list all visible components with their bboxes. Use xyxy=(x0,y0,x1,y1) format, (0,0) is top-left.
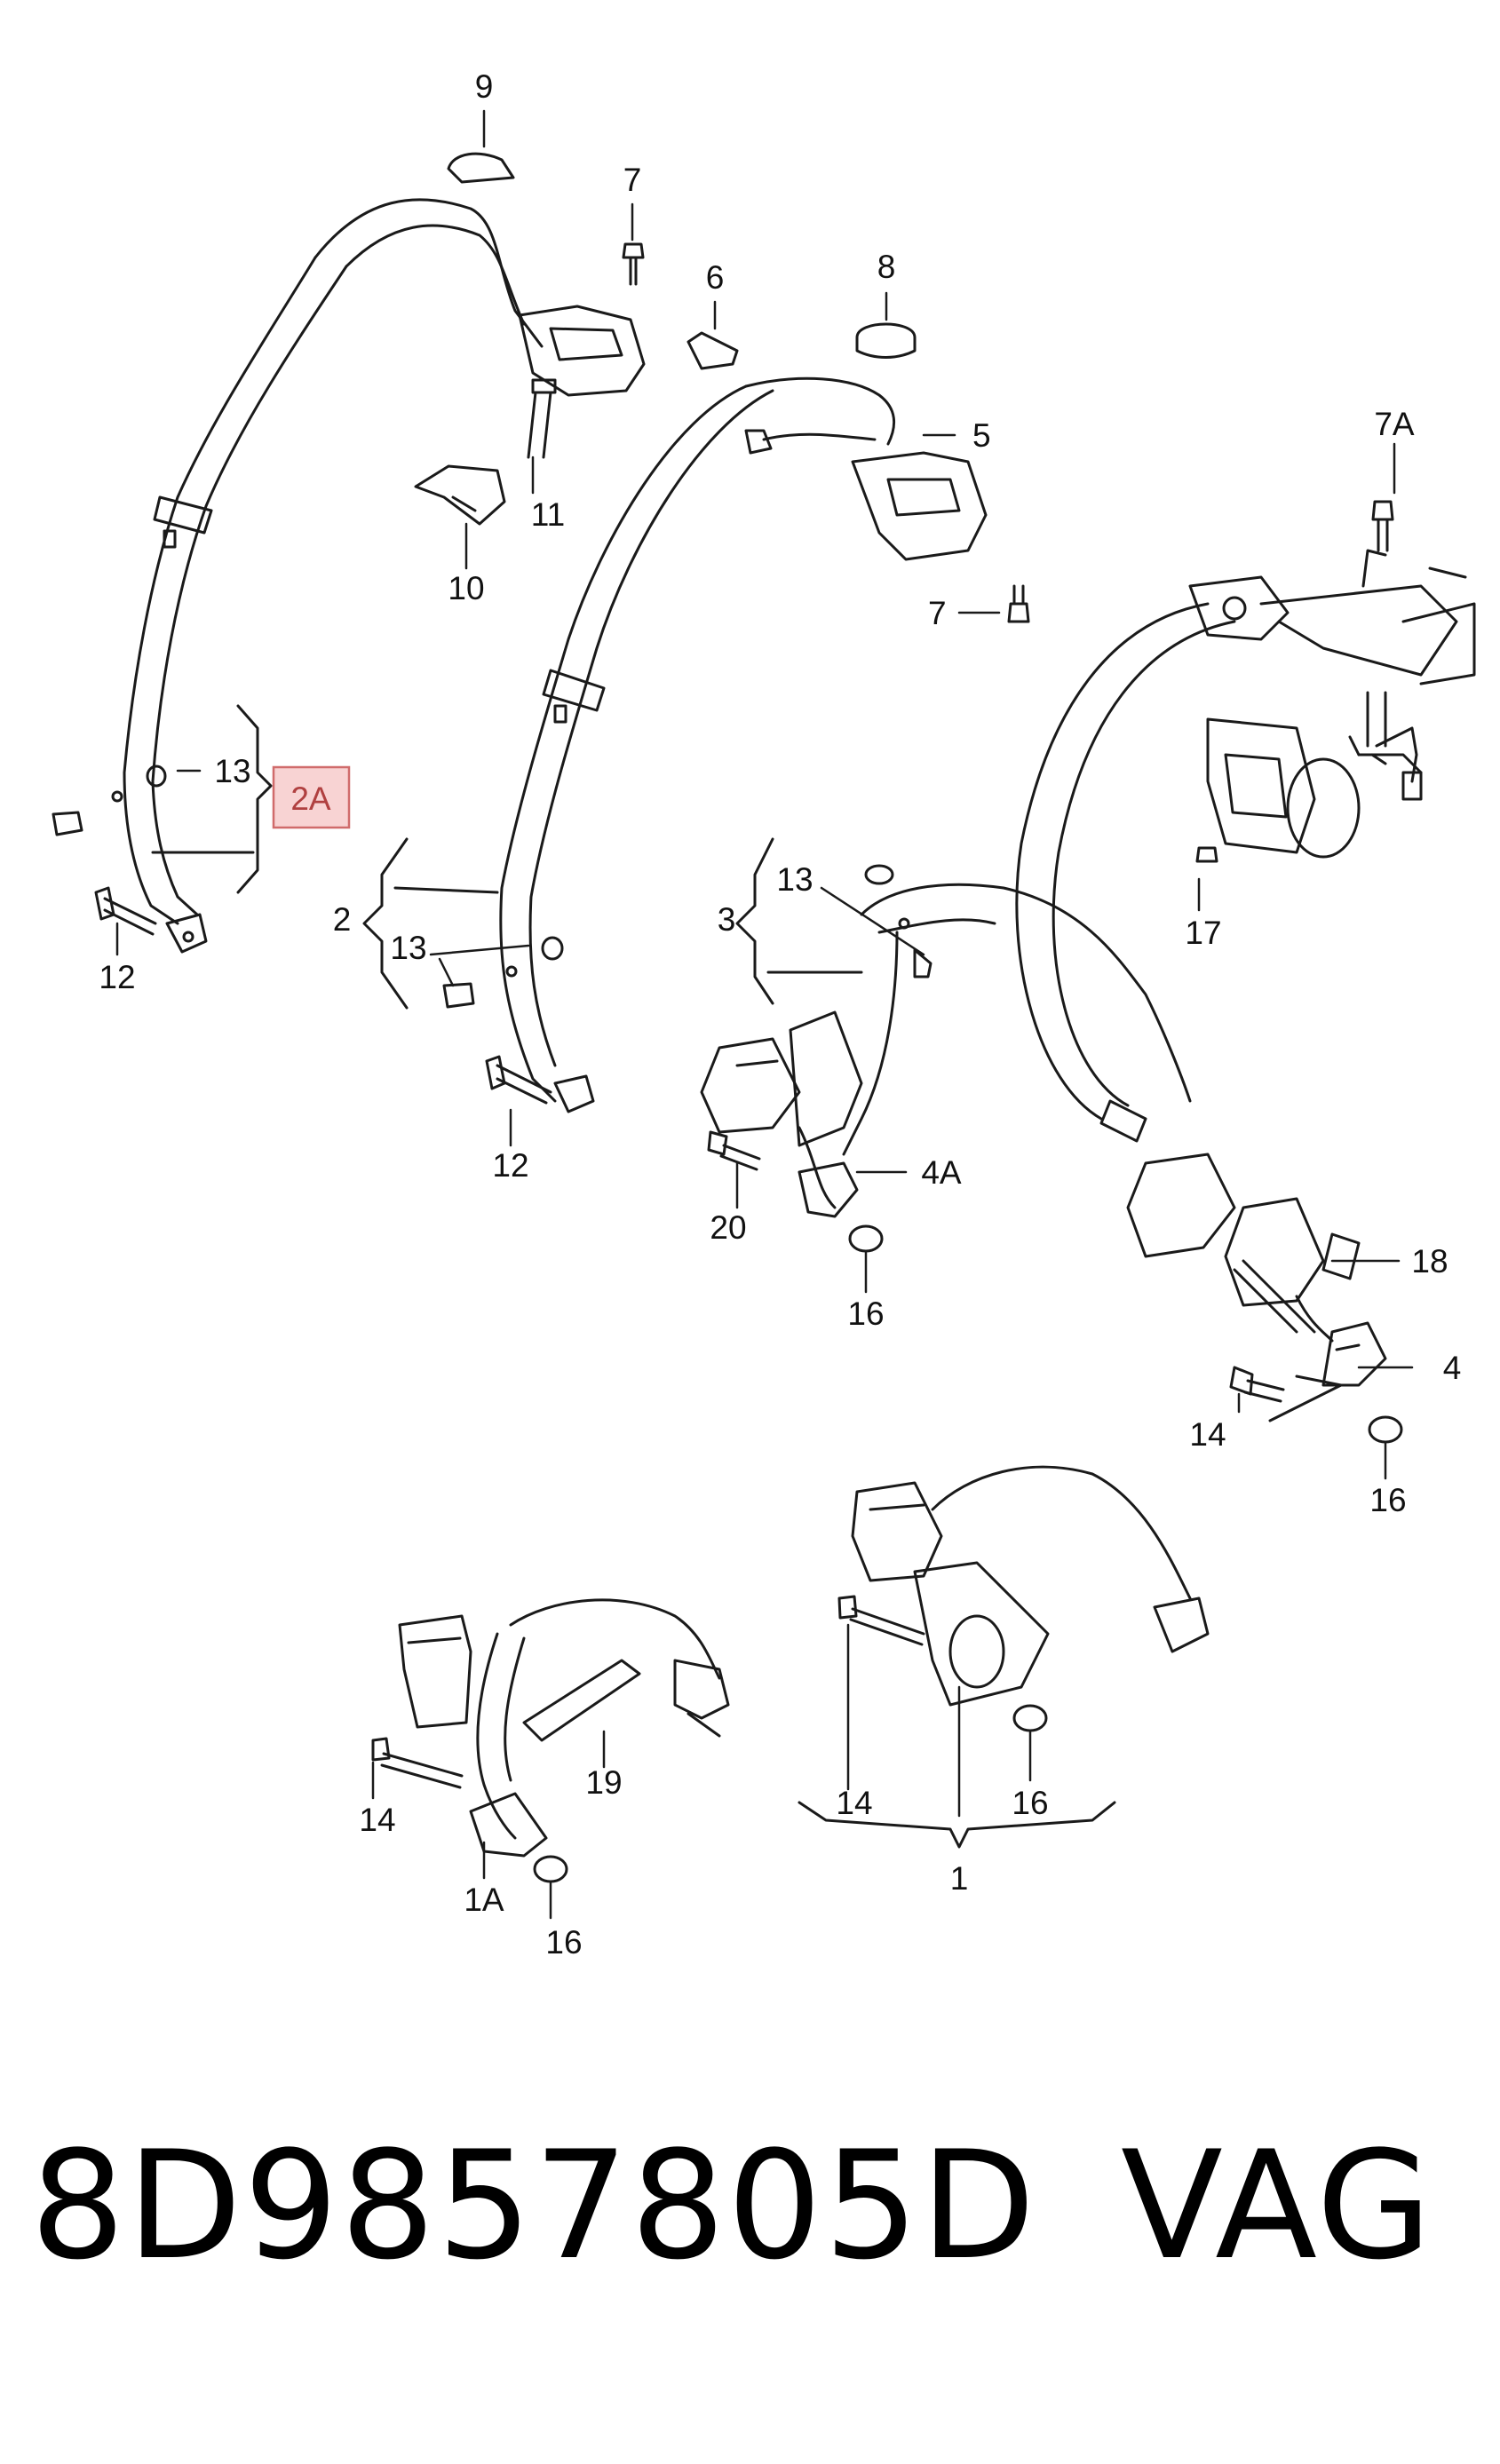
callout-7-mid: 7 xyxy=(928,595,947,631)
cap-part-8 xyxy=(855,322,917,359)
callout-5: 5 xyxy=(972,417,991,454)
callout-13-left: 13 xyxy=(214,753,250,789)
front-belt-assembly xyxy=(52,198,646,954)
callout-14-bottom-right: 14 xyxy=(836,1785,872,1821)
callout-12-mid: 12 xyxy=(492,1147,528,1184)
callout-4A: 4A xyxy=(921,1154,962,1191)
callout-13-mid: 13 xyxy=(390,930,426,966)
callout-8: 8 xyxy=(877,249,896,285)
callout-19: 19 xyxy=(585,1764,622,1801)
callout-16-right: 16 xyxy=(1369,1482,1406,1518)
callout-16-bottom-left: 16 xyxy=(545,1924,582,1961)
middle-belt-assembly xyxy=(362,376,988,1113)
callout-11: 11 xyxy=(531,496,565,533)
cover-part-9 xyxy=(447,152,515,184)
callout-14-right: 14 xyxy=(1189,1416,1226,1453)
bracket-part-10 xyxy=(414,378,557,526)
callout-7A: 7A xyxy=(1374,406,1415,442)
callout-16-bottom-right: 16 xyxy=(1012,1785,1048,1821)
highlight-box-2A xyxy=(272,765,351,829)
callout-7-top: 7 xyxy=(623,162,642,198)
cap-part-6 xyxy=(687,331,739,370)
callout-2A: 2A xyxy=(290,780,331,817)
leader-lines xyxy=(115,109,1414,1920)
callout-17: 17 xyxy=(1185,915,1221,951)
part-number: 8D9857805D xyxy=(30,2119,1037,2293)
callout-1A: 1A xyxy=(464,1882,504,1918)
callout-6: 6 xyxy=(706,259,725,296)
callout-4: 4 xyxy=(1443,1350,1462,1386)
callout-9: 9 xyxy=(475,68,494,105)
callout-2: 2 xyxy=(333,901,352,938)
callout-13-right: 13 xyxy=(776,861,813,898)
bolt-part-7 xyxy=(622,242,1394,623)
callout-12-left: 12 xyxy=(99,959,135,995)
callout-10: 10 xyxy=(448,570,484,606)
callout-16-mid: 16 xyxy=(847,1295,884,1332)
rear-left-buckle-assembly xyxy=(371,1598,730,1883)
callout-labels: 9 7 6 8 5 7 7A 11 10 13 2A 12 2 13 12 3 … xyxy=(99,68,1461,1961)
middle-buckle-assembly xyxy=(700,837,1192,1253)
callout-1: 1 xyxy=(950,1860,969,1897)
callout-3: 3 xyxy=(718,901,736,938)
rear-center-buckle-assembly xyxy=(798,1465,1210,1849)
callout-20: 20 xyxy=(710,1209,746,1246)
callout-18: 18 xyxy=(1411,1243,1448,1280)
brand-name: VAG xyxy=(1121,2119,1434,2293)
rear-right-belt-assembly xyxy=(1015,549,1476,1444)
callout-14-bottom-left: 14 xyxy=(359,1802,395,1838)
